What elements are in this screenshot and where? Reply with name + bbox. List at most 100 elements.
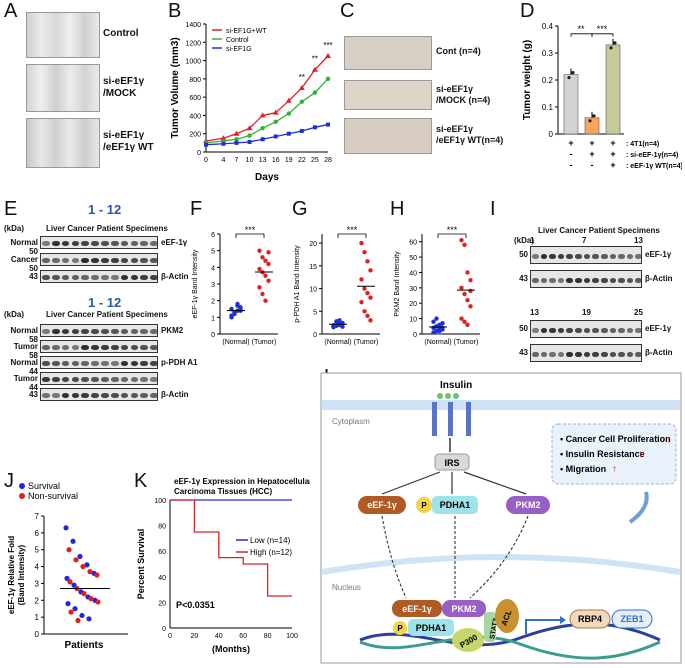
y-tick-label: 30 xyxy=(409,286,417,293)
data-point xyxy=(434,316,439,321)
data-point xyxy=(260,291,265,297)
x-category-label: (Tumor) xyxy=(354,339,379,346)
blot-band xyxy=(91,241,99,246)
blot-band xyxy=(600,327,608,333)
data-point xyxy=(331,324,336,329)
tumor-row-label-wt: si-eEF1γ /eEF1γ WT(n=4) xyxy=(436,124,504,145)
data-point xyxy=(440,321,445,326)
insulin-label: Insulin xyxy=(440,380,472,391)
tumor-row-label-mock: si-eEF1γ /MOCK (n=4) xyxy=(436,84,491,105)
blot-band xyxy=(120,345,129,350)
y-tick-label: 6 xyxy=(211,232,215,239)
condition-sign: + xyxy=(589,138,594,148)
chart-title: eEF-1γ Expression in Hepatocellular xyxy=(174,477,310,486)
blot-band xyxy=(42,393,50,398)
y-tick-label: 0 xyxy=(35,630,40,639)
blot-band xyxy=(540,351,548,357)
blot-band xyxy=(110,377,119,382)
blot-band xyxy=(51,275,60,280)
blot-band xyxy=(150,377,157,382)
bar xyxy=(563,74,579,135)
blot-band xyxy=(626,351,634,357)
lane-number: 13 xyxy=(634,236,643,245)
nuc-p300 xyxy=(452,628,484,652)
blot-band xyxy=(101,361,109,366)
i-title: Liver Cancer Patient Specimens xyxy=(538,226,660,235)
mouse-photo-mock xyxy=(26,64,100,112)
blot-band xyxy=(626,277,634,283)
e2-blot-strip xyxy=(40,324,158,337)
blot-band xyxy=(549,253,556,259)
e2-blot-strip xyxy=(40,388,158,401)
blot-band xyxy=(101,329,109,334)
data-point xyxy=(260,255,265,260)
sig-marker: *** xyxy=(245,225,256,235)
sig-bracket xyxy=(591,33,614,37)
lane-number: 7 xyxy=(582,236,587,245)
sig-bracket xyxy=(570,33,593,37)
e2-row-mw: Normal 44 xyxy=(10,357,38,376)
data-point xyxy=(88,596,94,602)
sig-bracket xyxy=(235,233,265,238)
blot-band xyxy=(61,258,70,263)
blot-band xyxy=(140,241,149,246)
blot-band xyxy=(51,361,60,366)
nuc-phospho xyxy=(393,621,407,635)
pdha1-node xyxy=(432,496,478,514)
data-point xyxy=(229,315,234,320)
data-point xyxy=(221,141,226,146)
blot-band xyxy=(140,275,149,280)
x-tick-label: 25 xyxy=(311,157,319,164)
y-tick-label: 5 xyxy=(313,309,317,316)
y-axis-label: eEF-1γ Relative Fold xyxy=(7,536,16,614)
insulin-molecule xyxy=(437,393,443,399)
tumor-row-label-cont: Cont (n=4) xyxy=(436,46,481,56)
data-point xyxy=(588,119,592,123)
lane-number: 1 xyxy=(530,236,535,245)
condition-sign: + xyxy=(610,149,615,159)
data-point xyxy=(459,316,464,321)
blot-band xyxy=(61,377,70,382)
blot-band xyxy=(140,377,149,382)
data-point xyxy=(95,599,101,605)
data-point xyxy=(340,324,345,329)
y-tick-label: 10 xyxy=(409,317,417,324)
y-tick-label: 600 xyxy=(189,95,201,102)
x-tick-label: 4 xyxy=(221,157,225,164)
data-point xyxy=(94,572,100,578)
blot-band xyxy=(609,277,617,283)
insulin-receptor xyxy=(432,402,437,436)
blot-band xyxy=(51,258,60,263)
y-axis-label: PKM2 Band Intensity xyxy=(394,251,401,317)
data-point xyxy=(567,76,571,80)
data-point xyxy=(71,582,77,588)
data-point xyxy=(233,130,240,136)
y-tick-label: 10 xyxy=(309,287,317,294)
condition-sign: - xyxy=(570,160,573,170)
data-point xyxy=(368,318,373,323)
data-point xyxy=(86,616,92,622)
pdha1-node-label: PDHA1 xyxy=(440,500,471,510)
data-point xyxy=(437,328,442,334)
blot-band xyxy=(592,277,599,283)
survival-curve xyxy=(170,499,292,597)
rbp4-label: RBP4 xyxy=(578,614,602,624)
nuc-pdha1-label: PDHA1 xyxy=(416,623,447,633)
pkm2-node-label: PKM2 xyxy=(515,500,540,510)
sig-marker: ** xyxy=(577,24,585,34)
data-point xyxy=(359,240,364,246)
condition-label: : si-eEF-1γ(n=4) xyxy=(626,152,678,159)
blot-band xyxy=(91,361,99,366)
data-point xyxy=(571,71,575,75)
blot-band xyxy=(71,377,80,382)
blot-band xyxy=(575,253,582,259)
e2-row-mw: Normal 58 xyxy=(10,325,38,344)
blot-band xyxy=(566,327,574,333)
data-point xyxy=(263,273,268,278)
insulin-receptor xyxy=(448,402,453,436)
condition-sign: - xyxy=(570,149,573,159)
row-label-control: Control xyxy=(103,28,139,39)
data-point xyxy=(65,601,71,607)
x-axis-label: Days xyxy=(255,172,279,183)
